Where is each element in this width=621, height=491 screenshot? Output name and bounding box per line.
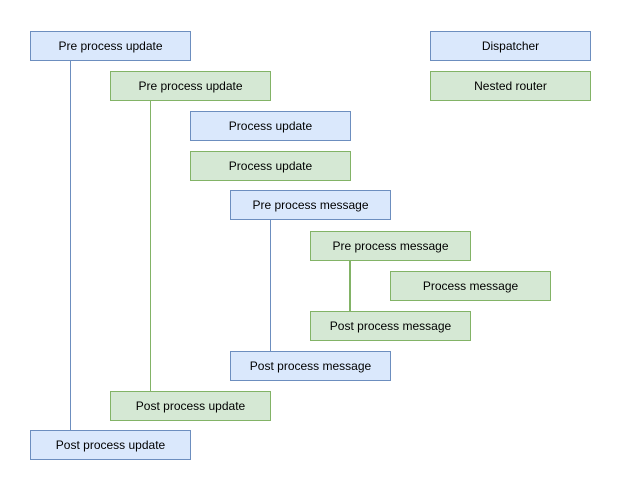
legend-item-dispatcher[interactable]: Dispatcher — [430, 31, 591, 61]
legend-item-label: Nested router — [474, 79, 547, 93]
node-label: Post process update — [135, 399, 246, 413]
node-post-process-update-router[interactable]: Post process update — [110, 391, 271, 421]
node-process-update-router[interactable]: Process update — [190, 151, 351, 181]
node-label: Post process message — [249, 359, 372, 373]
node-pre-process-update-router[interactable]: Pre process update — [110, 71, 271, 101]
connector-update-router-line — [149, 101, 152, 391]
node-label: Process message — [422, 279, 519, 293]
node-pre-process-message-dispatcher[interactable]: Pre process message — [230, 190, 391, 220]
node-post-process-message-dispatcher[interactable]: Post process message — [230, 351, 391, 381]
node-post-process-message-router[interactable]: Post process message — [310, 311, 471, 341]
connector-message-dispatcher-line — [269, 220, 272, 351]
node-process-message-router[interactable]: Process message — [390, 271, 551, 301]
node-label: Process update — [228, 159, 313, 173]
node-label: Pre process update — [138, 79, 243, 93]
node-process-update-dispatcher[interactable]: Process update — [190, 111, 351, 141]
connector-message-router-line — [349, 261, 351, 311]
node-label: Pre process message — [252, 198, 369, 212]
node-pre-process-update-dispatcher[interactable]: Pre process update — [30, 31, 191, 61]
connector-update-dispatcher-line — [69, 61, 72, 430]
node-label: Pre process update — [58, 39, 163, 53]
node-post-process-update-dispatcher[interactable]: Post process update — [30, 430, 191, 460]
node-label: Post process message — [329, 319, 452, 333]
node-label: Pre process message — [332, 239, 449, 253]
legend-item-label: Dispatcher — [481, 39, 540, 53]
node-pre-process-message-router[interactable]: Pre process message — [310, 231, 471, 261]
legend-item-nested-router[interactable]: Nested router — [430, 71, 591, 101]
node-label: Process update — [228, 119, 313, 133]
node-label: Post process update — [55, 438, 166, 452]
